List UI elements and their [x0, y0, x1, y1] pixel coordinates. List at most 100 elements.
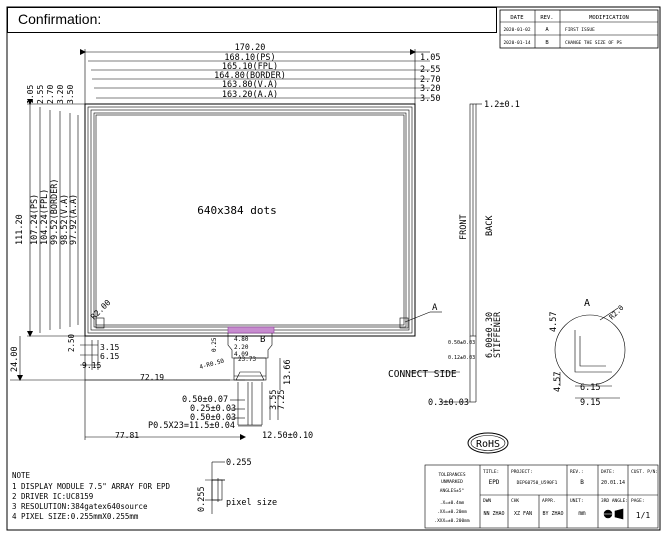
tb-dwn-value: NN ZHAO [483, 511, 504, 517]
dim-163-80: 163.80(V.A) [222, 80, 278, 90]
dim-r-105: 1.05 [420, 53, 440, 63]
bottom-left-lines [80, 336, 246, 440]
dim-s-0-50: 0.50±0.03 [448, 340, 475, 346]
tb-unit-label: UNIT: [570, 498, 584, 504]
rev-row-date: 2020-01-14 [503, 40, 530, 46]
tb-tol3: .XXX=±0.200mm [434, 518, 470, 524]
dim-l-255: 2.55 [36, 85, 45, 104]
detail-a-457-top: 4.57 [549, 312, 559, 332]
dim-2-20: 2.20 [234, 344, 249, 351]
dim-77-81: 77.81 [115, 431, 139, 440]
dim-r-270: 2.70 [420, 75, 440, 85]
note-line: 4 PIXEL SIZE:0.255mmX0.255mm [12, 512, 139, 521]
pixel-width: 0.255 [226, 458, 252, 468]
dim-025-003: 0.25±0.03 [190, 404, 236, 414]
page-title: Confirmation: [18, 11, 102, 27]
detail-a-615: 6.15 [580, 383, 600, 393]
note-line: 1 DISPLAY MODULE 7.5" ARRAY FOR EPD [12, 482, 171, 491]
note-line: 2 DRIVER IC:UC8159 [12, 492, 93, 501]
dim-170-20: 170.20 [235, 43, 266, 53]
fpc-dims: 0.50±0.07 0.25±0.03 0.50±0.03 P0.5X23=11… [148, 359, 313, 441]
detail-a-r2: R2.0 [608, 304, 626, 322]
display-outline [84, 103, 416, 337]
dim-3-15: 3.15 [100, 343, 119, 352]
tb-dwn-label: DWN [483, 498, 491, 504]
dim-72-19: 72.19 [140, 373, 164, 382]
rev-header-mod: MODIFICATION [589, 15, 629, 21]
side-view-labels: 1.2±0.1 FRONT BACK 0.50±0.03 0.12±0.03 6… [388, 100, 520, 408]
tb-project-value: DEPG0750_U590F1 [517, 480, 558, 486]
dim-4-80: 4.80 [234, 336, 249, 343]
dim-r-350: 3.50 [420, 94, 440, 104]
sheet-border [6, 6, 661, 531]
title-block [424, 464, 659, 529]
note-line: NOTE [12, 471, 31, 480]
tb-page-label: PAGE: [631, 498, 645, 504]
detail-a-915: 9.15 [580, 398, 600, 408]
dim-0-25: 0.25 [211, 337, 218, 352]
dim-l-270: 2.70 [46, 85, 55, 104]
left-dimension-lines [10, 99, 230, 381]
resolution-label: 640x384 dots [197, 204, 276, 217]
tb-appr-label: APPR. [542, 498, 556, 504]
callout-a-label: A [432, 303, 438, 313]
left-dimension-labels: 111.20 107.24(PS) 104.24(FPL) 99.52(BORD… [10, 178, 79, 372]
tb-chk-value: XZ FAN [514, 511, 532, 517]
tb-tol1: .X=±0.4mm [440, 500, 465, 506]
detail-b-label: B [260, 335, 265, 345]
pixel-size-label: pixel size [226, 498, 277, 508]
dim-97-92: 97.92(A.A) [69, 194, 79, 245]
note-line: 3 RESOLUTION:384gatex640source [12, 502, 148, 511]
dim-107-24: 107.24(PS) [30, 194, 40, 245]
dim-0-3: 0.3±0.03 [428, 398, 469, 408]
dim-r-255: 2.55 [420, 65, 440, 75]
tb-angles: ANGLES±5° [440, 488, 465, 494]
tb-page-value: 1/1 [636, 511, 651, 520]
rohs-text: RoHS [476, 439, 500, 450]
dim-6-00: 6.00±0.30 [485, 312, 495, 358]
tb-appr-value: BY ZHAO [542, 511, 563, 517]
dim-99-52: 99.52(BORDER) [50, 178, 60, 245]
rohs-badge: RoHS [467, 432, 509, 454]
dim-165-10: 165.10(FPL) [222, 62, 278, 72]
rev-header-rev: REV. [540, 15, 553, 21]
dim-98-52: 98.52(V.A) [60, 194, 70, 245]
detail-a-labels: A R2.0 4.57 4.57 6.15 9.15 [549, 298, 625, 408]
dim-1-2: 1.2±0.1 [484, 100, 520, 110]
dim-7-25: 7.25 [277, 390, 287, 410]
stiffener-label: STIFFENER [493, 311, 503, 358]
dim-4-09: 4.09 [234, 351, 249, 358]
callout-a [404, 311, 442, 323]
tb-tol2: .XX=±0.20mm [437, 509, 467, 515]
title-block-text: TOLERANCES UNMARKED ANGLES±5° .X=±0.4mm … [434, 469, 658, 524]
dim-r-320: 3.20 [420, 84, 440, 94]
tb-tolerances: TOLERANCES [438, 472, 465, 478]
rev-row-mod: CHANGE THE SIZE OF PS [565, 40, 622, 46]
dim-111-20: 111.20 [15, 214, 25, 245]
dim-pitch: P0.5X23=11.5±0.04 [148, 421, 235, 431]
dim-2-50: 2.50 [67, 333, 76, 352]
dim-163-20: 163.20(A.A) [222, 90, 278, 100]
back-label: BACK [485, 215, 495, 236]
tb-title-value: EPD [489, 479, 500, 486]
pixel-size-labels: 0.255 0.255 pixel size [197, 458, 277, 512]
rev-header-date: DATE [510, 15, 523, 21]
detail-a-title: A [584, 298, 590, 309]
dim-050-007: 0.50±0.07 [182, 395, 228, 405]
top-dimensions [80, 49, 430, 104]
dim-l-320: 3.20 [56, 85, 65, 104]
fpc-dim-lines [230, 358, 281, 427]
dim-164-80: 164.80(BORDER) [214, 71, 286, 81]
dim-104-24: 104.24(FPL) [40, 189, 50, 245]
fpc-connector [227, 326, 275, 426]
bottom-left-dims: R2.00 3.15 6.15 9.15 72.19 77.81 [82, 298, 164, 440]
rev-row-rev: A [545, 27, 549, 33]
tb-unmarked: UNMARKED [441, 479, 463, 485]
tb-chk-label: CHK [511, 498, 519, 504]
side-view [410, 103, 482, 403]
rev-row-mod: FIRST ISSUE [565, 27, 595, 33]
tb-rev-label: REV.: [570, 469, 584, 475]
dim-168-10: 168.10(PS) [224, 53, 275, 63]
